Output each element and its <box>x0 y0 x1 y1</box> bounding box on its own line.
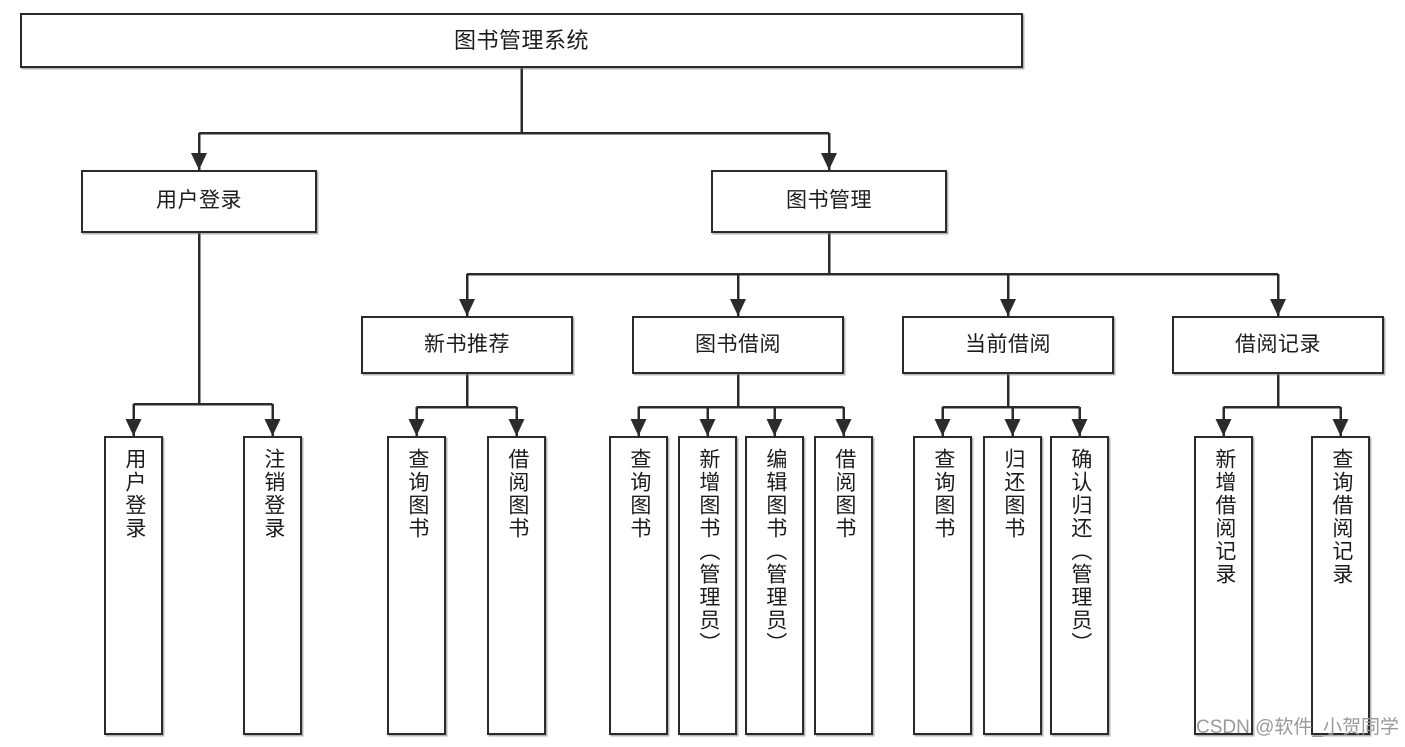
node-current-borrow[interactable]: 当前借阅 <box>902 316 1114 374</box>
connector-arrowhead <box>1332 419 1349 436</box>
node-leaf-query-book-rec[interactable]: 查询图书 <box>387 436 446 735</box>
node-leaf-borrow-book[interactable]: 借阅图书 <box>814 436 873 735</box>
node-new-book-rec[interactable]: 新书推荐 <box>361 316 573 374</box>
node-label: 查询图书 <box>931 448 955 540</box>
connector-arrowhead <box>821 153 837 170</box>
node-label: 新增借阅记录 <box>1212 448 1236 586</box>
node-label: 用户登录 <box>122 448 146 540</box>
node-label: 借阅图书 <box>832 448 856 540</box>
node-leaf-borrow-book-rec[interactable]: 借阅图书 <box>487 436 546 735</box>
connector-arrowhead <box>1000 299 1016 316</box>
connector-arrowhead <box>1215 419 1232 436</box>
csdn-watermark: CSDN @软件_小贺同学 <box>1196 717 1399 738</box>
node-label: 查询图书 <box>405 448 429 540</box>
node-label: 借阅图书 <box>505 448 529 540</box>
connector-arrowhead <box>459 299 475 316</box>
connector-arrowhead <box>630 419 647 436</box>
connector-arrowhead <box>264 419 281 436</box>
node-borrow-record[interactable]: 借阅记录 <box>1172 316 1384 374</box>
node-label: 图书管理系统 <box>453 27 589 53</box>
node-label: 用户登录 <box>156 189 242 213</box>
node-leaf-user-logout[interactable]: 注销登录 <box>243 436 302 735</box>
connector-arrowhead <box>730 299 746 316</box>
connector-arrowhead <box>1071 419 1088 436</box>
node-root[interactable]: 图书管理系统 <box>20 13 1023 68</box>
node-leaf-add-book[interactable]: 新增图书（管理员） <box>678 436 737 735</box>
node-label: 查询图书 <box>627 448 651 540</box>
connector-arrowhead <box>508 419 525 436</box>
node-user-login[interactable]: 用户登录 <box>81 170 317 233</box>
node-label: 图书管理 <box>786 189 872 213</box>
connector-arrowhead <box>1004 419 1021 436</box>
node-book-borrow[interactable]: 图书借阅 <box>632 316 844 374</box>
connector-arrowhead <box>191 153 207 170</box>
connector-arrowhead <box>835 419 852 436</box>
node-label: 归还图书 <box>1001 448 1025 540</box>
node-leaf-user-login[interactable]: 用户登录 <box>104 436 163 735</box>
node-label: 借阅记录 <box>1235 332 1321 356</box>
node-label: 新书推荐 <box>424 332 510 356</box>
node-leaf-query-book-borrow[interactable]: 查询图书 <box>609 436 668 735</box>
node-leaf-return-book[interactable]: 归还图书 <box>983 436 1042 735</box>
node-label: 图书借阅 <box>695 332 781 356</box>
connector-arrowhead <box>125 419 142 436</box>
node-label: 编辑图书（管理员） <box>763 448 787 655</box>
node-leaf-edit-book[interactable]: 编辑图书（管理员） <box>745 436 804 735</box>
connector-arrowhead <box>408 419 425 436</box>
connector-arrowhead <box>699 419 716 436</box>
node-leaf-add-record[interactable]: 新增借阅记录 <box>1194 436 1253 735</box>
node-label: 确认归还（管理员） <box>1068 448 1092 655</box>
node-label: 新增图书（管理员） <box>696 448 720 655</box>
connector-arrowhead <box>766 419 783 436</box>
connector-arrowhead <box>1270 299 1286 316</box>
node-leaf-query-record[interactable]: 查询借阅记录 <box>1311 436 1370 735</box>
node-leaf-query-book-cur[interactable]: 查询图书 <box>913 436 972 735</box>
connector-arrowhead <box>934 419 951 436</box>
node-book-manage[interactable]: 图书管理 <box>711 170 947 233</box>
node-label: 注销登录 <box>261 448 285 540</box>
node-label: 查询借阅记录 <box>1329 448 1353 586</box>
node-leaf-confirm-return[interactable]: 确认归还（管理员） <box>1050 436 1109 735</box>
node-label: 当前借阅 <box>965 332 1051 356</box>
